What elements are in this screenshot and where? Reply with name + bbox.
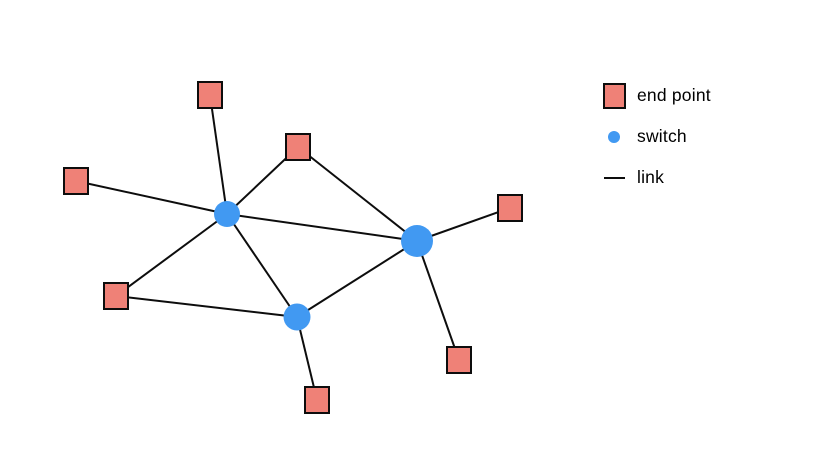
end-point-node-e6 [304,386,330,414]
switch-node-s3 [283,303,311,331]
link-edge-e4-s2 [416,207,511,242]
switch-node-s2 [401,225,433,257]
link-legend-swatch [603,176,625,179]
switch-node-s1 [214,201,240,227]
end-point-node-e3 [285,133,311,161]
legend-swatch-cell [599,82,629,109]
link-edge-e5-s1 [115,213,228,297]
link-edge-s1-s3 [226,213,298,318]
legend: end point switch link [599,80,711,193]
legend-swatch-cell [599,176,629,179]
end-point-node-e5 [103,282,129,310]
link-edge-s1-s2 [226,213,418,242]
legend-label-link: link [637,167,665,187]
link-edge-e5-s3 [115,295,298,318]
link-edge-e3-s2 [297,146,418,242]
legend-item-link: link [599,162,711,193]
legend-label-end-point: end point [637,85,711,105]
end-point-legend-swatch [602,82,626,109]
link-edge-s2-s3 [296,240,418,318]
legend-item-end-point: end point [599,80,711,111]
end-point-node-e7 [446,346,472,374]
link-edge-e1-s1 [209,94,228,215]
end-point-node-e1 [197,81,223,109]
legend-item-switch: switch [599,121,711,152]
link-edge-e2-s1 [75,180,228,215]
legend-swatch-cell [599,130,629,143]
end-point-node-e4 [497,194,523,222]
link-edge-e7-s2 [416,240,460,361]
end-point-node-e2 [63,167,89,195]
switch-legend-swatch [608,130,620,143]
legend-label-switch: switch [637,126,687,146]
